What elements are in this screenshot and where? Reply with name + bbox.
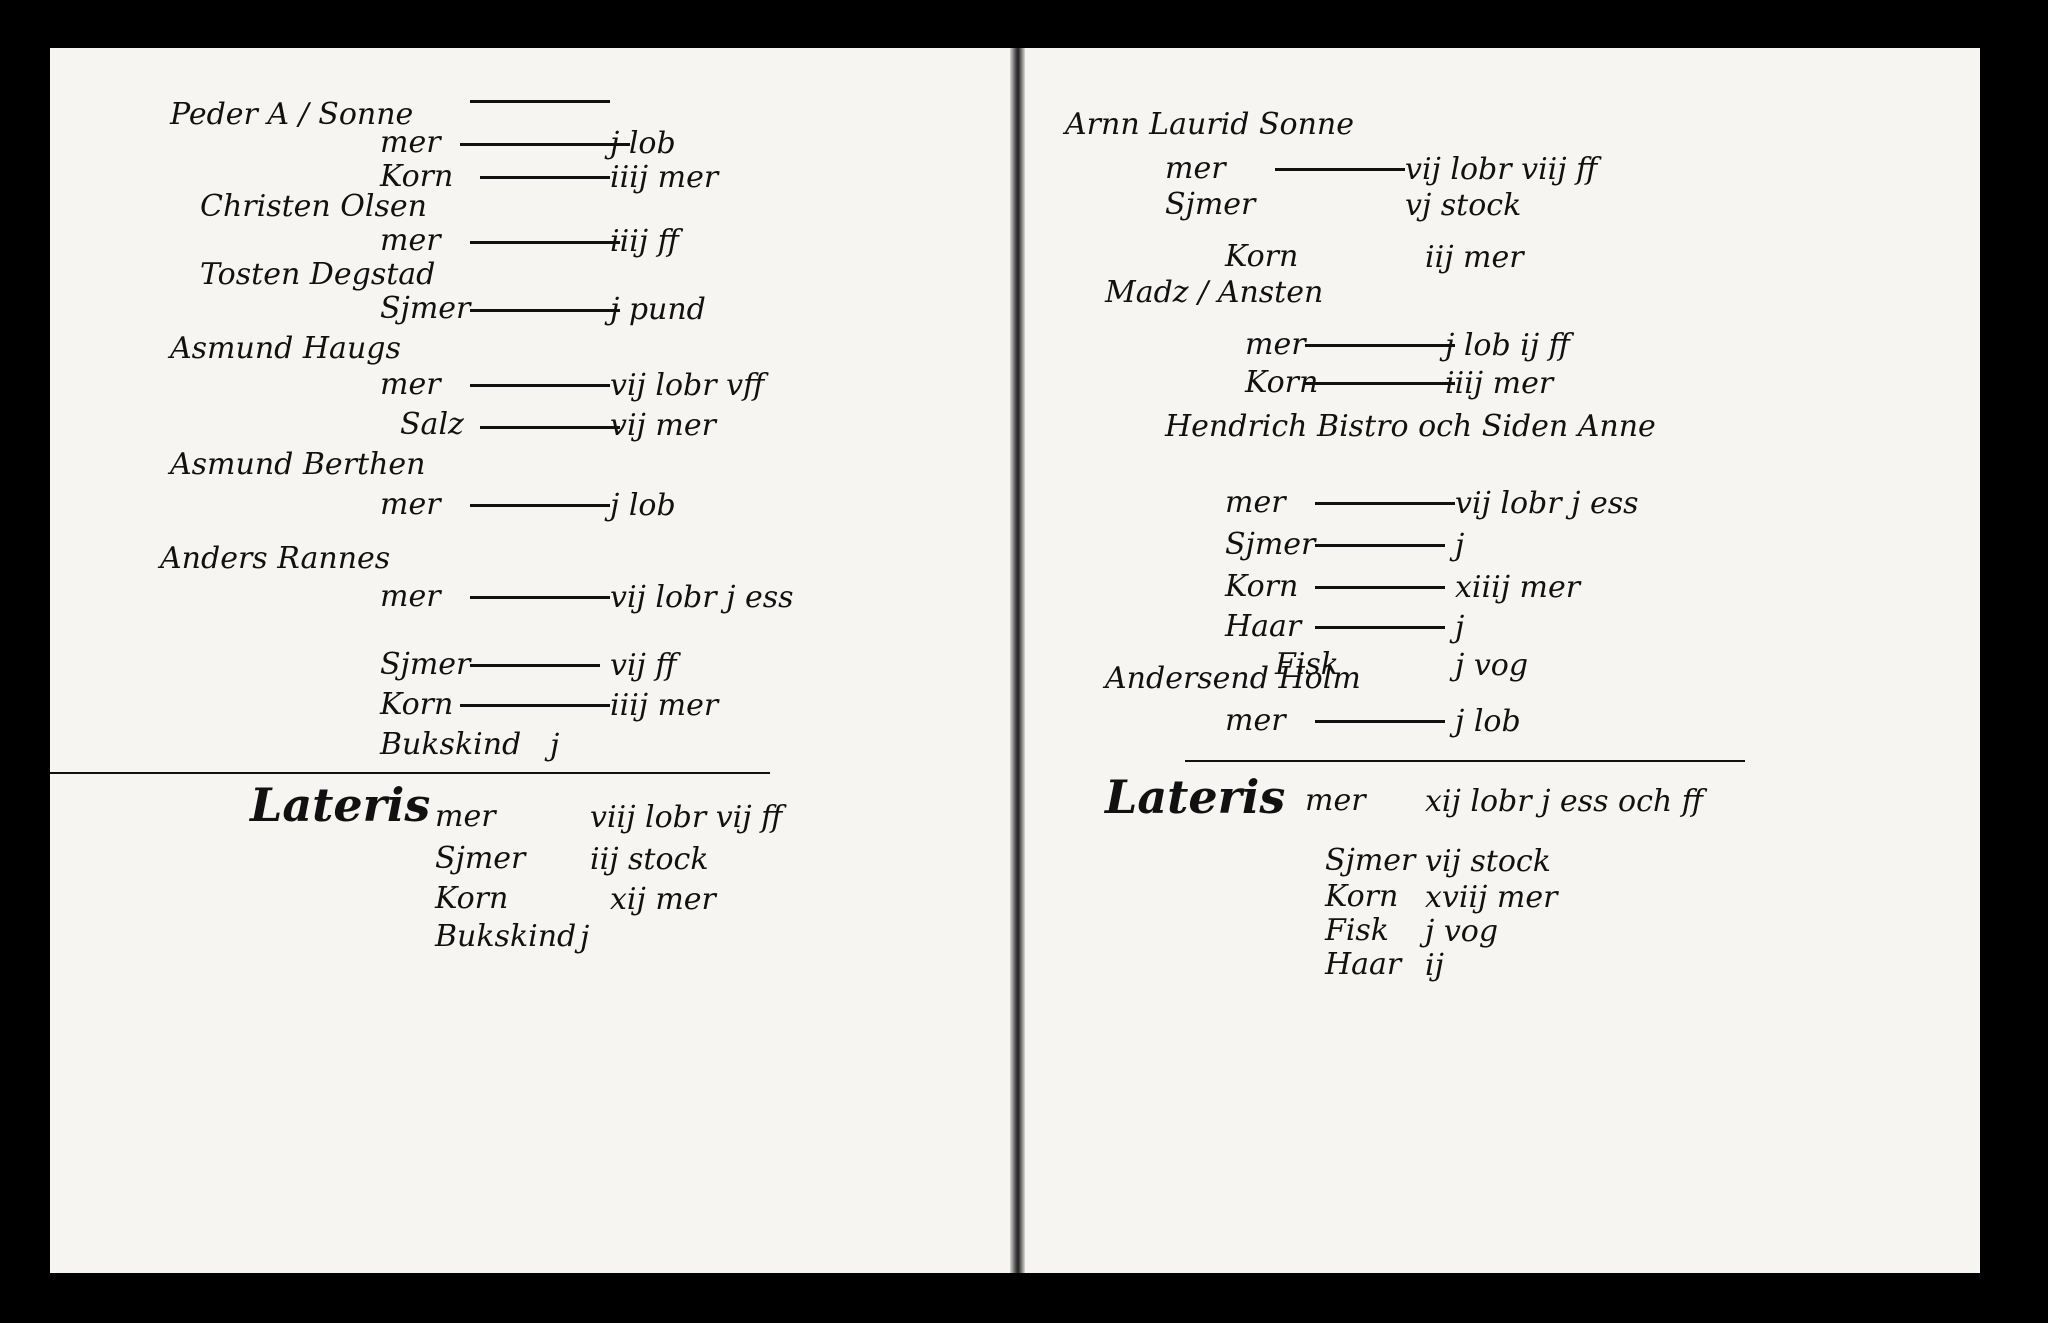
line-amount: iiij mer xyxy=(610,688,719,723)
total-label: mer xyxy=(435,799,496,834)
line-label: mer xyxy=(380,223,441,258)
total-amount: iij stock xyxy=(590,842,709,877)
total-amount: xij lobr j ess och ff xyxy=(1425,784,1703,819)
rule xyxy=(1305,344,1455,347)
line-label: mer xyxy=(1165,151,1226,186)
lateris-heading: Lateris xyxy=(250,778,431,832)
line-amount: iij mer xyxy=(1425,240,1524,275)
rule xyxy=(470,596,610,599)
entry-name: Hendrich Bistro och Siden Anne xyxy=(1165,409,1656,444)
line-label: Korn xyxy=(1225,239,1299,274)
total-amount: j vog xyxy=(1425,914,1499,949)
total-amount: j xyxy=(580,920,590,955)
line-label: mer xyxy=(380,579,441,614)
rule xyxy=(480,426,620,429)
section-divider xyxy=(50,772,770,774)
total-amount: xviij mer xyxy=(1425,880,1558,915)
rule xyxy=(1315,720,1445,723)
line-amount: xiiij mer xyxy=(1455,570,1581,605)
line-label: mer xyxy=(380,125,441,160)
line-amount: vij lobr vff xyxy=(610,368,765,403)
rule xyxy=(470,241,620,244)
entry-name: Anders Rannes xyxy=(160,541,391,576)
line-amount: iiij mer xyxy=(1445,366,1554,401)
line-label: Sjmer xyxy=(1225,527,1316,562)
line-label: Korn xyxy=(380,159,454,194)
entry-name: Peder A / Sonne xyxy=(170,97,414,132)
line-label: Sjmer xyxy=(380,291,471,326)
rule xyxy=(1315,586,1445,589)
section-divider xyxy=(1185,760,1745,762)
total-label: Bukskind xyxy=(435,919,577,954)
line-amount: j lob xyxy=(1455,704,1521,739)
entry-name: Madz / Ansten xyxy=(1105,275,1324,310)
rule xyxy=(480,176,610,179)
rule xyxy=(1315,502,1455,505)
line-amount: vij lobr j ess xyxy=(610,580,794,615)
line-label: Korn xyxy=(380,687,454,722)
rule xyxy=(470,384,610,387)
line-label: Sjmer xyxy=(380,647,471,682)
line-amount: iiij ff xyxy=(610,224,679,259)
line-amount: j lob xyxy=(610,488,676,523)
rule xyxy=(1315,544,1445,547)
line-amount: vij lobr j ess xyxy=(1455,486,1639,521)
rule xyxy=(470,100,610,103)
line-amount: j xyxy=(1455,528,1465,563)
rule xyxy=(470,309,620,312)
total-amount: ij xyxy=(1425,948,1444,983)
entry-name: Asmund Berthen xyxy=(170,447,426,482)
rule xyxy=(1275,168,1405,171)
total-label: Sjmer xyxy=(435,841,526,876)
line-label: mer xyxy=(380,367,441,402)
line-amount: iiij mer xyxy=(610,160,719,195)
rule xyxy=(460,704,610,707)
line-amount: j lob ij ff xyxy=(1445,328,1570,363)
line-amount: j xyxy=(550,728,560,763)
line-amount: vj stock xyxy=(1405,188,1522,223)
rule xyxy=(460,143,630,146)
total-amount: xij mer xyxy=(610,882,716,917)
line-label: mer xyxy=(1225,485,1286,520)
lateris-heading: Lateris xyxy=(1105,770,1286,824)
line-amount: j vog xyxy=(1455,648,1529,683)
line-label: Korn xyxy=(1225,569,1299,604)
rule xyxy=(1305,382,1455,385)
total-label: Fisk xyxy=(1325,913,1389,948)
total-label: mer xyxy=(1305,783,1366,818)
left-page: Peder A / Sonne mer j lob Korn iiij mer … xyxy=(50,48,1010,1273)
rule xyxy=(470,504,610,507)
rule xyxy=(1315,626,1445,629)
entry-name: Asmund Haugs xyxy=(170,331,401,366)
line-label: mer xyxy=(1245,327,1306,362)
total-label: Haar xyxy=(1325,947,1402,982)
line-amount: vij mer xyxy=(610,408,716,443)
total-amount: viij lobr vij ff xyxy=(590,800,783,835)
line-label: Sjmer xyxy=(1165,187,1256,222)
line-label: mer xyxy=(380,487,441,522)
total-label: Korn xyxy=(435,881,509,916)
line-label: Haar xyxy=(1225,609,1302,644)
line-label: Bukskind xyxy=(380,727,522,762)
line-label: Fisk xyxy=(1275,647,1339,682)
book-gutter xyxy=(1010,48,1025,1273)
right-page: Arnn Laurid Sonne mer vij lobr viij ff S… xyxy=(1025,48,1980,1273)
line-amount: j pund xyxy=(610,292,706,327)
entry-name: Christen Olsen xyxy=(200,189,427,224)
line-amount: j xyxy=(1455,610,1465,645)
manuscript-spread: Peder A / Sonne mer j lob Korn iiij mer … xyxy=(50,48,1980,1273)
line-amount: vij lobr viij ff xyxy=(1405,152,1598,187)
line-label: mer xyxy=(1225,703,1286,738)
total-label: Sjmer xyxy=(1325,843,1416,878)
line-label: Salz xyxy=(400,407,464,442)
rule xyxy=(470,664,600,667)
line-amount: j lob xyxy=(610,126,676,161)
total-label: Korn xyxy=(1325,879,1399,914)
line-amount: vij ff xyxy=(610,648,677,683)
total-amount: vij stock xyxy=(1425,844,1551,879)
entry-name: Andersend Holm xyxy=(1105,661,1361,696)
entry-name: Tosten Degstad xyxy=(200,257,436,292)
entry-name: Arnn Laurid Sonne xyxy=(1065,107,1354,142)
